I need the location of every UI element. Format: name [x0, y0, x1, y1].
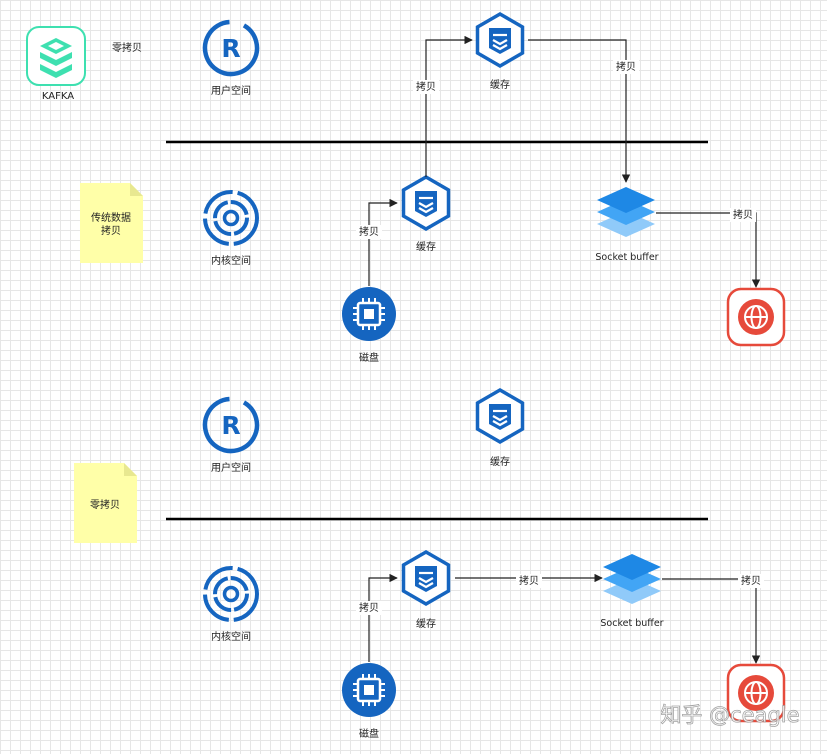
page-title: 零拷贝: [112, 41, 142, 54]
note-traditional-line-1: 传统数据: [91, 211, 131, 224]
disk-label-2: 磁盘: [359, 727, 379, 740]
note-traditional-line-2: 拷贝: [101, 224, 121, 237]
edge-label-1: 拷贝: [359, 225, 379, 238]
edge-label-3: 拷贝: [616, 60, 636, 73]
kernel-space-icon-2: [203, 566, 259, 622]
socket-buffer-icon-2: [603, 554, 661, 604]
edge-disk-to-kernel-cache-2: [368, 573, 398, 662]
socket-buffer-label: Socket buffer: [595, 252, 658, 263]
edge-label-2: 拷贝: [416, 80, 436, 93]
kernel-space-label: 内核空间: [211, 254, 251, 267]
kernel-cache-icon: [401, 175, 451, 231]
kernel-cache-label: 缓存: [416, 240, 436, 253]
edge-label-6: 拷贝: [519, 574, 539, 587]
user-space-label-2: 用户空间: [211, 461, 251, 474]
user-space-icon-2: [195, 389, 266, 460]
kafka-logo-icon: [26, 26, 86, 86]
user-cache-icon-2: [475, 388, 525, 444]
socket-buffer-icon: [597, 187, 655, 237]
note-traditional: 传统数据 拷贝: [80, 183, 143, 263]
user-space-label: 用户空间: [211, 84, 251, 97]
edge-socket-buffer-to-network-2: [662, 578, 761, 664]
disk-label: 磁盘: [359, 351, 379, 364]
kernel-space-label-2: 内核空间: [211, 630, 251, 643]
edge-label-7: 拷贝: [741, 574, 761, 587]
user-cache-label-2: 缓存: [490, 455, 510, 468]
kernel-cache-label-2: 缓存: [416, 617, 436, 630]
kafka-label: KAFKA: [42, 91, 74, 102]
edge-label-traditional: 拷贝 拷贝 拷贝 拷贝: [356, 60, 756, 239]
user-cache-icon: [475, 12, 525, 68]
user-space-icon: [195, 12, 266, 83]
edge-label-5: 拷贝: [359, 601, 379, 614]
watermark: 知乎 @ceagle: [660, 703, 799, 727]
disk-icon: [340, 285, 398, 343]
socket-buffer-label-2: Socket buffer: [600, 618, 663, 629]
disk-icon-2: [340, 661, 398, 719]
edge-kernel-cache-to-user-cache: [425, 35, 473, 177]
edge-label-zero-copy: 拷贝 拷贝 拷贝: [356, 574, 764, 615]
edge-socket-buffer-to-network: [656, 212, 761, 288]
user-cache-label: 缓存: [490, 78, 510, 91]
note-zero-copy-label: 零拷贝: [90, 498, 120, 511]
edge-label-4: 拷贝: [733, 208, 753, 221]
edge-disk-to-kernel-cache: [368, 198, 398, 286]
kernel-cache-icon-2: [401, 550, 451, 606]
edge-user-cache-to-socket-buffer: [528, 39, 631, 183]
kernel-space-icon: [203, 190, 259, 246]
note-zero-copy: 零拷贝: [74, 463, 137, 543]
network-globe-icon: [726, 287, 786, 347]
